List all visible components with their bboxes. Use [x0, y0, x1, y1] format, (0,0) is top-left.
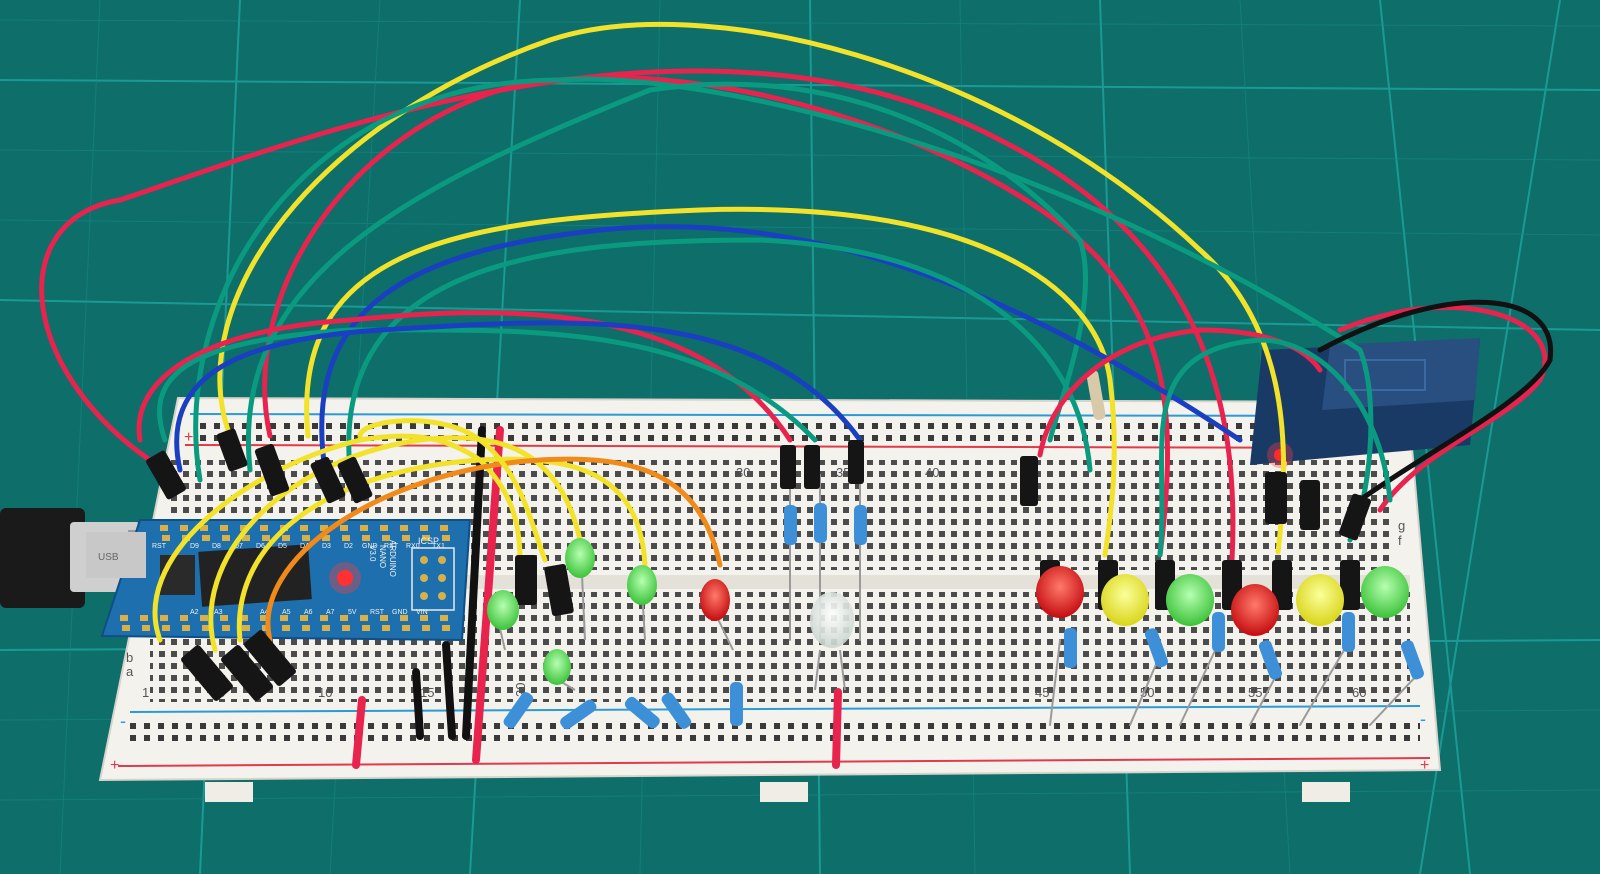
pin-label: D5	[278, 543, 287, 550]
rail-plus-bottom: +	[110, 757, 119, 774]
pin-label: A5	[282, 609, 291, 616]
column-number: 50	[1140, 685, 1154, 700]
pin-label: RX0	[406, 543, 420, 550]
pin-label: GND	[392, 609, 408, 616]
resistors	[503, 370, 1425, 730]
led-green	[1166, 574, 1214, 626]
resistor	[1064, 628, 1077, 668]
led-red	[700, 579, 734, 651]
pin-label: RST	[370, 609, 385, 616]
rail-minus-bottom: -	[120, 711, 126, 731]
pin-label: D6	[256, 543, 265, 550]
board-model: NANO	[378, 545, 387, 568]
pin-label: 5V	[348, 609, 357, 616]
rail-minus-right: -	[1420, 709, 1426, 729]
column-number: 10	[318, 685, 332, 700]
resistor	[784, 505, 797, 545]
resistor	[1212, 612, 1225, 652]
row-letter: b	[126, 650, 133, 665]
led-green	[565, 538, 595, 641]
led-green	[1361, 566, 1409, 618]
board-version: V3.0	[368, 545, 377, 562]
column-number: 15	[420, 685, 434, 700]
resistor	[503, 692, 534, 729]
led-green	[487, 590, 519, 651]
pin-label: RST	[384, 543, 399, 550]
rail-plus-top: +	[184, 429, 193, 446]
led-green	[543, 649, 576, 691]
header-pins-top	[157, 525, 453, 541]
pin-label: TX1	[432, 543, 445, 550]
resistor	[1342, 612, 1355, 652]
column-number: 1	[142, 685, 149, 700]
pin-label: GND	[362, 543, 378, 550]
column-number: 40	[925, 465, 939, 480]
column-number: 30	[736, 465, 750, 480]
led-red	[1231, 584, 1279, 636]
column-number: 45	[1035, 685, 1049, 700]
pin-label: D8	[212, 543, 221, 550]
resistor	[1086, 370, 1106, 420]
resistor	[1258, 640, 1283, 680]
usb-label: USB	[98, 552, 119, 563]
resistor	[854, 505, 867, 545]
pin-label: A6	[304, 609, 313, 616]
led-yellow	[1101, 574, 1149, 626]
long-jumpers	[39, 21, 1554, 653]
row-letter: g	[1398, 518, 1405, 533]
header-pins-bottom	[117, 615, 453, 631]
pin-label: D7	[234, 543, 243, 550]
pin-label: D9	[190, 543, 199, 550]
row-letter: f	[1398, 533, 1402, 548]
led-red	[1036, 566, 1084, 618]
resistor	[730, 682, 743, 726]
pin-label: D2	[344, 543, 353, 550]
pin-label: A2	[190, 609, 199, 616]
resistor	[661, 692, 692, 729]
pin-label: D4	[300, 543, 309, 550]
resistor	[1400, 640, 1425, 680]
power-led	[337, 570, 353, 586]
leds	[487, 538, 1409, 691]
led-yellow	[1296, 574, 1344, 626]
led-rgb-clear	[810, 592, 854, 691]
led-green	[627, 565, 657, 641]
rail-plus-right: +	[1420, 757, 1429, 774]
resistor	[560, 699, 597, 730]
pin-label: D3	[322, 543, 331, 550]
icsp-label: ICSP	[418, 536, 439, 546]
pin-label: RST	[152, 543, 167, 550]
column-number: 60	[1352, 685, 1366, 700]
resistor	[1144, 628, 1169, 668]
pin-label: VIN	[416, 609, 428, 616]
row-letter: a	[126, 664, 134, 679]
short-jumpers	[352, 426, 842, 769]
mini-usb-port	[86, 532, 146, 578]
column-number: 35	[836, 465, 850, 480]
resistor	[814, 503, 827, 543]
resistor	[624, 696, 660, 729]
pin-label: A7	[326, 609, 335, 616]
column-number: 55	[1248, 685, 1262, 700]
board-name: ARDUINO	[388, 540, 397, 577]
pin-label: A3	[214, 609, 223, 616]
pin-label: A4	[260, 609, 269, 616]
